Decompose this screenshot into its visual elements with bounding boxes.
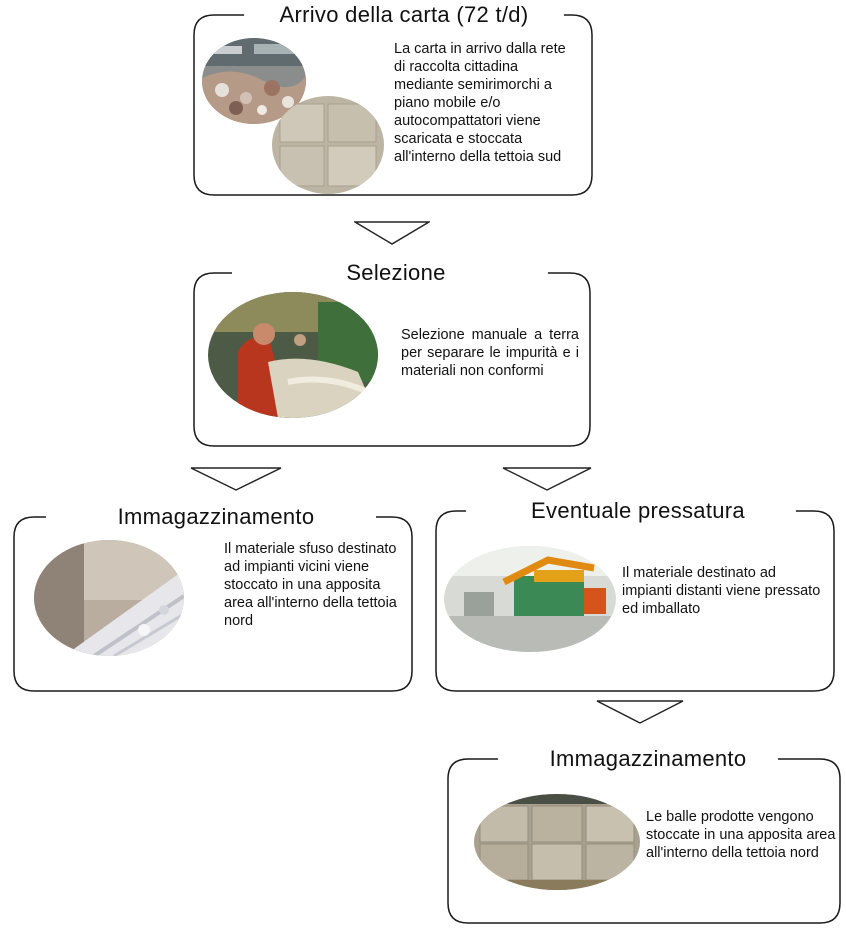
- photo-bales: [474, 794, 640, 890]
- stage-selection-border: [193, 272, 591, 447]
- stage-arrival-description: La carta in arrivo dalla rete di raccolt…: [394, 41, 566, 165]
- arrow-down-right-icon: [502, 467, 592, 491]
- stage-arrival: Arrivo della carta (72 t/d) La carta in …: [192, 2, 594, 196]
- stage-storage-bulk-title: Immagazzinamento: [92, 504, 340, 530]
- photo-paper-storage: [272, 96, 384, 194]
- stage-storage-bulk: Immagazzinamento Il materiale sfuso dest…: [12, 504, 414, 692]
- arrow-down-icon: [354, 221, 430, 245]
- photo-manual-sorting: [208, 292, 378, 418]
- stage-arrival-border: [193, 14, 593, 196]
- stage-storage-bulk-description: Il materiale sfuso destinato ad impianti…: [224, 541, 397, 629]
- arrow-down-left-icon: [190, 467, 282, 491]
- stage-selection-description: Selezione manuale a terra per separare l…: [401, 327, 579, 379]
- stage-arrival-title: Arrivo della carta (72 t/d): [250, 2, 558, 28]
- stage-pressing-title: Eventuale pressatura: [504, 498, 772, 524]
- stage-pressing-border: [435, 510, 835, 692]
- stage-storage-bulk-border: [13, 516, 413, 692]
- stage-pressing: Eventuale pressatura Il materiale destin…: [434, 498, 836, 692]
- stage-storage-bales-title: Immagazzinamento: [524, 746, 772, 772]
- stage-selection-title: Selezione: [292, 260, 500, 286]
- photo-baling-press: [444, 546, 616, 652]
- stage-storage-bales-border: [447, 758, 841, 924]
- stage-selection: Selezione Selezione manuale a terra per …: [192, 260, 592, 447]
- photo-paper-arrival: [202, 38, 306, 124]
- stage-storage-bales-description: Le balle prodotte vengono stoccate in un…: [646, 809, 836, 861]
- photo-bulk-paper: [34, 540, 184, 656]
- stage-storage-bales: Immagazzinamento Le balle prodotte vengo…: [446, 746, 842, 924]
- stage-pressing-description: Il materiale destinato ad impianti dista…: [622, 565, 821, 617]
- arrow-down-icon: [596, 700, 684, 724]
